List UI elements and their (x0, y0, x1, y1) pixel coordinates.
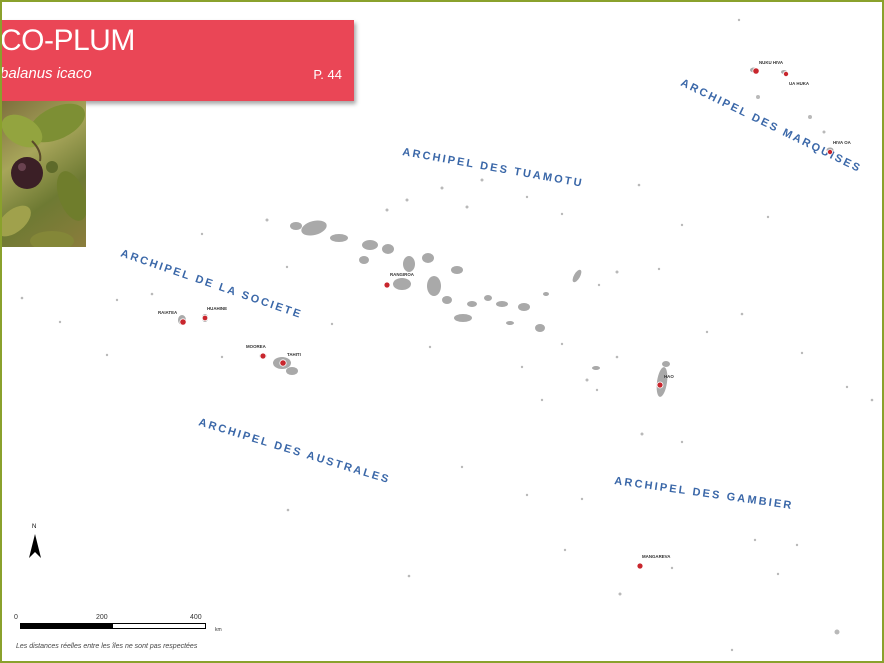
marker-huahine[interactable] (201, 314, 209, 322)
place-tahiti: TAHITI (287, 352, 301, 357)
scale-unit: km (215, 627, 222, 633)
scale-bar-fill (21, 624, 113, 628)
scale-bar-graphic (20, 623, 206, 629)
place-huahine: HUAHINE (207, 306, 227, 311)
marker-moorea[interactable] (259, 352, 267, 360)
page-number[interactable]: P. 44 (313, 67, 342, 82)
society-islands (178, 314, 298, 375)
label-australes: ARCHIPEL DES AUSTRALES (197, 416, 392, 486)
marker-mangareva[interactable] (636, 562, 644, 570)
label-gambier: ARCHIPEL DES GAMBIER (614, 475, 795, 512)
distance-disclaimer: Les distances réelles entre les îles ne … (16, 643, 198, 650)
place-moorea: MOOREA (246, 344, 267, 349)
location-markers: NUKU HIVA UA HUKA HIVA OA RAIATEA HUAHIN… (158, 60, 852, 570)
place-hiva-oa: HIVA OA (833, 140, 852, 145)
species-title: CO-PLUM (0, 24, 135, 57)
scale-tick-200: 200 (96, 614, 108, 621)
marker-nuku-hiva[interactable] (752, 67, 760, 75)
marker-hao[interactable] (656, 381, 664, 389)
species-header: CO-PLUM balanus icaco P. 44 (2, 20, 354, 101)
marker-hiva-oa[interactable] (827, 148, 834, 155)
species-scientific-name: balanus icaco (0, 65, 92, 82)
marker-tahiti[interactable] (279, 359, 287, 367)
north-arrow-icon (29, 534, 41, 558)
label-marquises: ARCHIPEL DES MARQUISES (679, 77, 864, 175)
archipelago-labels: ARCHIPEL DES TUAMOTU ARCHIPEL DES MARQUI… (119, 77, 863, 512)
place-ua-huka: UA HUKA (789, 81, 810, 86)
place-hao: HAO (664, 374, 674, 379)
marker-ua-huka[interactable] (783, 71, 790, 78)
scale-bar: 0 200 400 km (14, 614, 222, 642)
scale-tick-0: 0 (14, 614, 18, 621)
small-islands (20, 18, 874, 652)
scale-tick-400: 400 (190, 614, 202, 621)
place-mangareva: MANGAREVA (642, 554, 671, 559)
marker-raiatea[interactable] (179, 318, 187, 326)
place-nuku-hiva: NUKU HIVA (759, 60, 784, 65)
place-raiatea: RAIATEA (158, 310, 178, 315)
fruit-leaves-icon (2, 103, 86, 247)
north-label: N (32, 524, 37, 530)
place-rangiroa: RANGIROA (390, 272, 415, 277)
fruit-leaves-photo (2, 101, 86, 247)
label-tuamotu: ARCHIPEL DES TUAMOTU (401, 146, 584, 190)
tuamotu-atolls (290, 220, 670, 397)
marker-rangiroa[interactable] (383, 281, 391, 289)
